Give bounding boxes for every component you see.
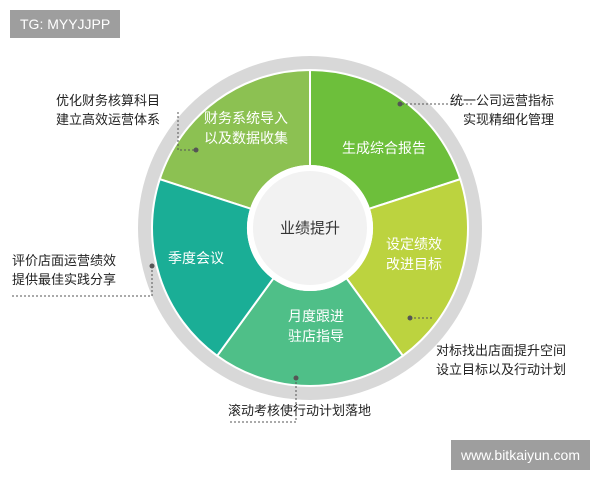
segment-label-finance: 财务系统导入以及数据收集 xyxy=(204,111,288,147)
leader-top-left xyxy=(177,112,196,151)
segment-label-line: 驻店指导 xyxy=(288,329,344,345)
segment-label-line: 财务系统导入 xyxy=(204,111,288,127)
dot-top-right xyxy=(397,101,403,107)
leader-left xyxy=(12,266,153,297)
center-label: 业绩提升 xyxy=(280,219,340,237)
note-top-left: 优化财务核算科目 建立高效运营体系 xyxy=(56,92,160,130)
leader-dots xyxy=(149,101,413,381)
segment-label-quarterly: 季度会议 xyxy=(168,251,224,267)
segment-label-line: 生成综合报告 xyxy=(342,141,426,157)
note-top-right: 统一公司运营指标 实现精细化管理 xyxy=(450,92,554,130)
note-left-line-1: 评价店面运营绩效 xyxy=(12,254,117,269)
note-top-right-line-1: 统一公司运营指标 xyxy=(450,94,555,109)
leader-lines xyxy=(12,103,472,423)
note-top-right-line-2: 实现精细化管理 xyxy=(463,113,555,128)
dot-right xyxy=(407,315,413,321)
note-right: 对标找出店面提升空间 设立目标以及行动计划 xyxy=(436,342,566,380)
segment-label-line: 设定绩效 xyxy=(386,237,442,253)
note-top-left-line-1: 优化财务核算科目 xyxy=(56,94,161,109)
note-bottom: 滚动考核使行动计划落地 xyxy=(228,402,371,421)
segment-label-line: 改进目标 xyxy=(386,257,442,273)
note-left-line-2: 提供最佳实践分享 xyxy=(12,273,117,288)
note-right-line-1: 对标找出店面提升空间 xyxy=(436,344,567,359)
watermark-top: TG: MYYJJPP xyxy=(10,10,121,38)
note-top-left-line-2: 建立高效运营体系 xyxy=(56,113,161,128)
note-left: 评价店面运营绩效 提供最佳实践分享 xyxy=(12,252,116,290)
dot-left xyxy=(149,263,155,269)
note-right-line-2: 设立目标以及行动计划 xyxy=(436,363,567,378)
segment-label-report: 生成综合报告 xyxy=(342,141,426,157)
dot-top-left xyxy=(193,147,199,153)
segment-label-monthly: 月度跟进驻店指导 xyxy=(288,309,344,345)
segments-group xyxy=(151,68,469,387)
center-circle xyxy=(247,165,373,291)
segment-label-target: 设定绩效改进目标 xyxy=(386,237,442,273)
watermark-bottom: www.bitkaiyun.com xyxy=(450,440,590,470)
segment-label-line: 以及数据收集 xyxy=(204,130,288,147)
segment-label-line: 季度会议 xyxy=(168,251,224,267)
note-bottom-line-1: 滚动考核使行动计划落地 xyxy=(228,404,372,419)
dot-bottom xyxy=(293,375,299,381)
segment-label-line: 月度跟进 xyxy=(288,309,344,325)
leader-bottom xyxy=(228,378,297,423)
